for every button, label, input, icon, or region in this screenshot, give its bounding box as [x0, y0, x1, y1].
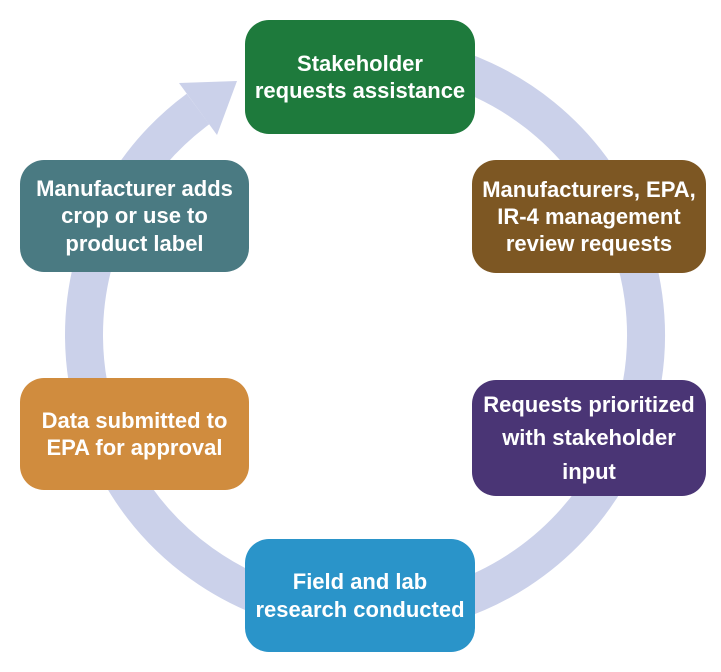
- cycle-arrow-head-icon: [179, 81, 237, 135]
- step-data-submitted-epa: Data submitted to EPA for approval: [20, 378, 249, 490]
- cycle-arrow-arc: [65, 34, 665, 635]
- step-field-lab-research: Field and lab research conducted: [245, 539, 475, 652]
- step-label: Requests prioritized with stakeholder in…: [483, 391, 695, 484]
- step-label: Field and lab research conducted: [255, 569, 465, 622]
- step-requests-prioritized: Requests prioritized with stakeholder in…: [472, 380, 706, 496]
- step-manufacturer-adds-label: Manufacturer adds crop or use to product…: [20, 160, 249, 272]
- step-label: Manufacturers, EPA, IR-4 management revi…: [482, 176, 696, 257]
- step-label: Stakeholder requests assistance: [254, 50, 466, 103]
- step-label: Manufacturer adds crop or use to product…: [36, 176, 233, 256]
- step-stakeholder-requests-assistance: Stakeholder requests assistance: [245, 20, 475, 134]
- step-manufacturers-epa-ir4-review: Manufacturers, EPA, IR-4 management revi…: [472, 160, 706, 273]
- step-label: Data submitted to EPA for approval: [41, 407, 228, 460]
